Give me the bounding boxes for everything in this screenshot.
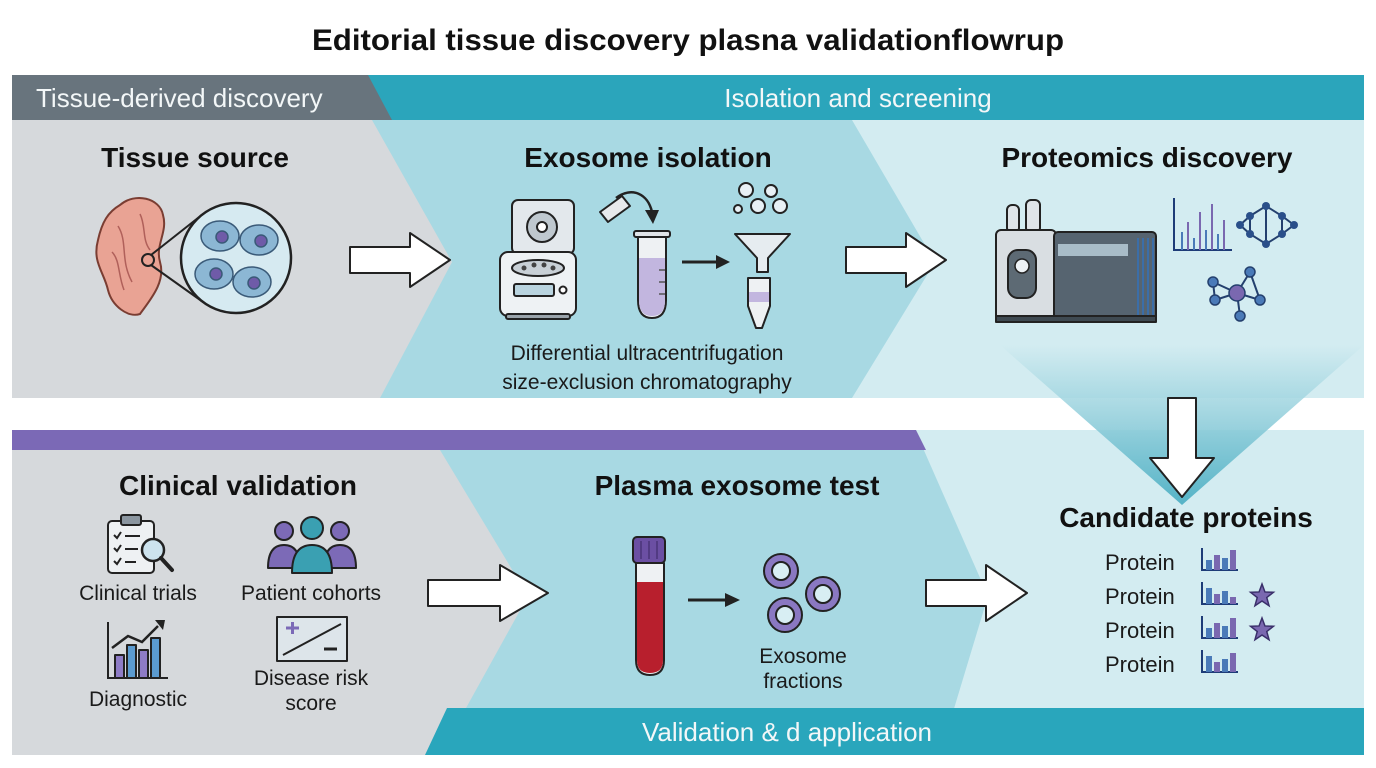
exosome-fractions-label-line1: Exosome	[759, 645, 847, 668]
blood-sample	[637, 582, 663, 673]
tissue-source-title: Tissue source	[101, 142, 289, 173]
star-icon	[1248, 615, 1276, 642]
vesicle-bubbles	[733, 182, 788, 214]
arrow-right-icon	[845, 232, 947, 288]
cells	[194, 220, 279, 298]
plasma-exosome-test-title: Plasma exosome test	[595, 470, 880, 501]
instrument-screen	[1058, 244, 1128, 256]
zoom-spot	[141, 253, 155, 267]
clinical-trials-label: Clinical trials	[79, 582, 197, 605]
funnel-filter-icon	[733, 182, 791, 329]
clinical-validation-title: Clinical validation	[119, 470, 357, 501]
list-item: Protein	[1105, 615, 1276, 643]
patient-cohorts-label: Patient cohorts	[241, 582, 381, 605]
isolation-caption-line2: size-exclusion chromatography	[502, 371, 792, 394]
arrow-down-icon	[1149, 397, 1215, 498]
isolation-and-screening-label: Isolation and screening	[724, 83, 991, 113]
candidate-proteins-title: Candidate proteins	[1059, 502, 1313, 533]
spectrum-chart-icon	[1173, 198, 1232, 251]
centrifuge-rotor	[511, 259, 565, 277]
mini-bar-chart-icon	[1201, 582, 1238, 605]
bottom-row-panels: Validation & d application	[12, 430, 1364, 755]
tissue-derived-discovery-label: Tissue-derived discovery	[36, 83, 323, 113]
protein-label: Protein	[1105, 550, 1175, 575]
arrow-right-icon	[682, 255, 730, 269]
proteomics-discovery-title: Proteomics discovery	[1001, 142, 1292, 173]
centrifuge-icon	[499, 199, 577, 320]
organ-veins	[111, 213, 151, 291]
protein-label: Protein	[1105, 584, 1175, 609]
star-icon	[1248, 581, 1276, 608]
arrow-right-icon	[427, 564, 549, 622]
gas-bottle	[1006, 204, 1020, 234]
validation-band-bg	[425, 708, 1364, 755]
page-title: Editorial tissue discovery plasna valida…	[312, 24, 1064, 57]
protein-label: Protein	[1105, 652, 1175, 677]
disease-risk-label-line1: Disease risk	[254, 667, 369, 690]
funnel-to-candidates	[1000, 345, 1364, 505]
exosome-rings-icon	[763, 553, 841, 633]
gas-bottle	[1025, 199, 1041, 234]
list-item: Protein	[1105, 650, 1238, 677]
zoom-line-bottom	[150, 264, 204, 303]
tissue-organ-icon	[95, 196, 166, 316]
bar-chart-trend-icon	[107, 620, 168, 679]
arrow-right-icon	[925, 564, 1028, 622]
funnel	[734, 233, 791, 273]
organ-shape	[95, 196, 166, 316]
top-header-band: Tissue-derived discovery Isolation and s…	[12, 75, 1364, 120]
molecule-icon	[1236, 202, 1298, 248]
instrument-vents	[1137, 238, 1154, 316]
magnifier	[140, 537, 166, 563]
mini-bar-chart-icon	[1201, 616, 1238, 639]
risk-score-icon	[276, 616, 348, 662]
purple-header-bar	[12, 430, 926, 450]
disease-risk-label-line2: score	[285, 692, 336, 715]
tube-liquid	[639, 258, 665, 316]
blood-tube-icon	[632, 536, 666, 676]
list-item: Protein	[1105, 548, 1238, 575]
isolation-caption-line1: Differential ultracentrifugation	[511, 342, 784, 365]
exosome-isolation-title: Exosome isolation	[524, 142, 771, 173]
protein-label: Protein	[1105, 618, 1175, 643]
test-tube-icon	[599, 191, 671, 319]
protein-network-icon	[1207, 266, 1266, 322]
clipboard-magnifier-icon	[107, 514, 174, 574]
diagnostic-label: Diagnostic	[89, 688, 187, 711]
mass-spectrometer-icon	[995, 199, 1157, 323]
arrow-right-icon	[688, 593, 740, 607]
tube-lid	[599, 195, 631, 223]
tissue-header-bg	[12, 75, 392, 120]
centrifuge-display	[513, 283, 555, 297]
list-item: Protein	[1105, 581, 1276, 609]
cell-magnifier-icon	[150, 201, 293, 315]
collection-column	[747, 277, 771, 329]
validation-application-label: Validation & d application	[642, 717, 932, 747]
people-icon	[267, 516, 357, 574]
curved-arrow	[615, 191, 654, 213]
arrow-right-icon	[349, 232, 451, 288]
exosome-fractions-label-line2: fractions	[763, 670, 842, 693]
mini-bar-chart-icon	[1201, 548, 1238, 571]
magnifier-circle	[179, 201, 293, 315]
mini-bar-chart-icon	[1201, 650, 1238, 673]
